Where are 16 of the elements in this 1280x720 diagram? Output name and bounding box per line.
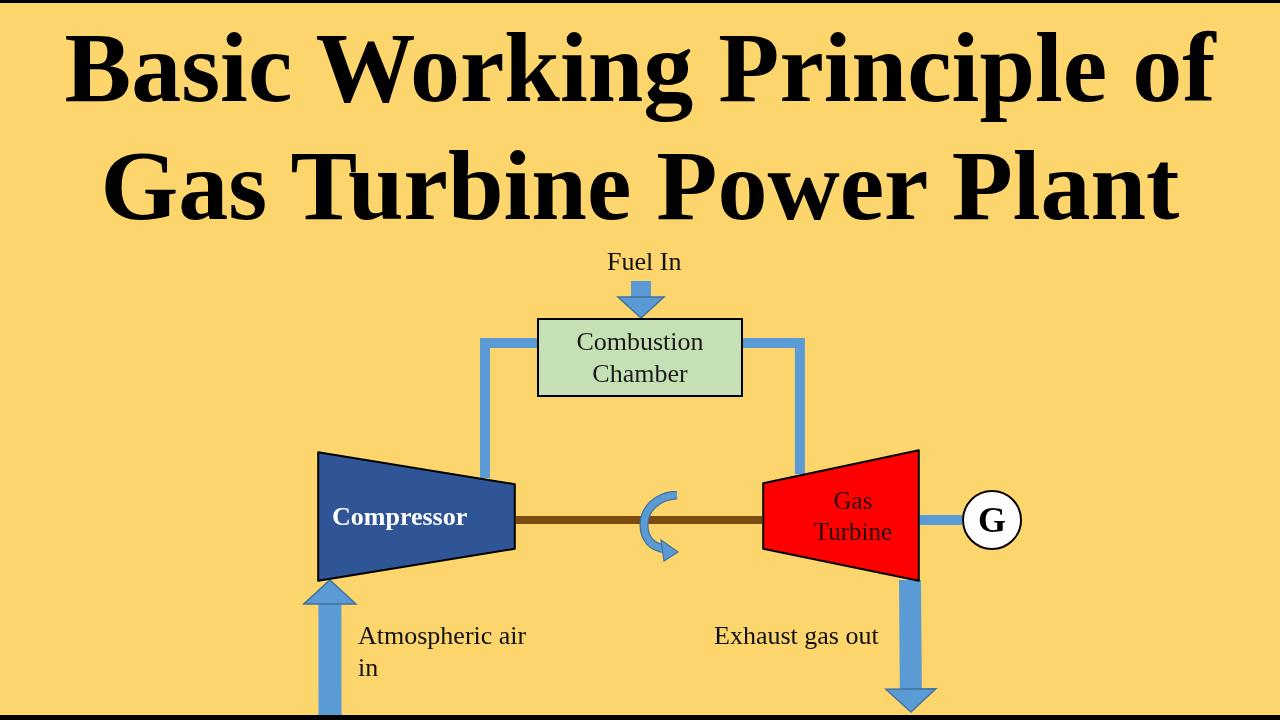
turbine-block — [762, 449, 920, 582]
title: Basic Working Principle of Gas Turbine Power Plant — [63, 11, 1218, 243]
block-arrow — [303, 579, 357, 716]
pipe-connector — [480, 338, 537, 478]
node-label: Combustion Chamber — [575, 325, 705, 390]
block-arrow — [617, 281, 665, 319]
node-label: G — [978, 500, 1006, 540]
compressor-block — [317, 451, 516, 582]
shaft-line — [516, 516, 762, 524]
block-arrow — [885, 579, 937, 713]
pipe-connector — [743, 338, 805, 475]
combustion-chamber-box — [537, 318, 743, 397]
node-label: Gas Turbine — [812, 485, 894, 547]
node-label: Compressor — [332, 501, 468, 532]
generator-circle — [962, 490, 1022, 550]
pipe-connector — [920, 515, 962, 525]
